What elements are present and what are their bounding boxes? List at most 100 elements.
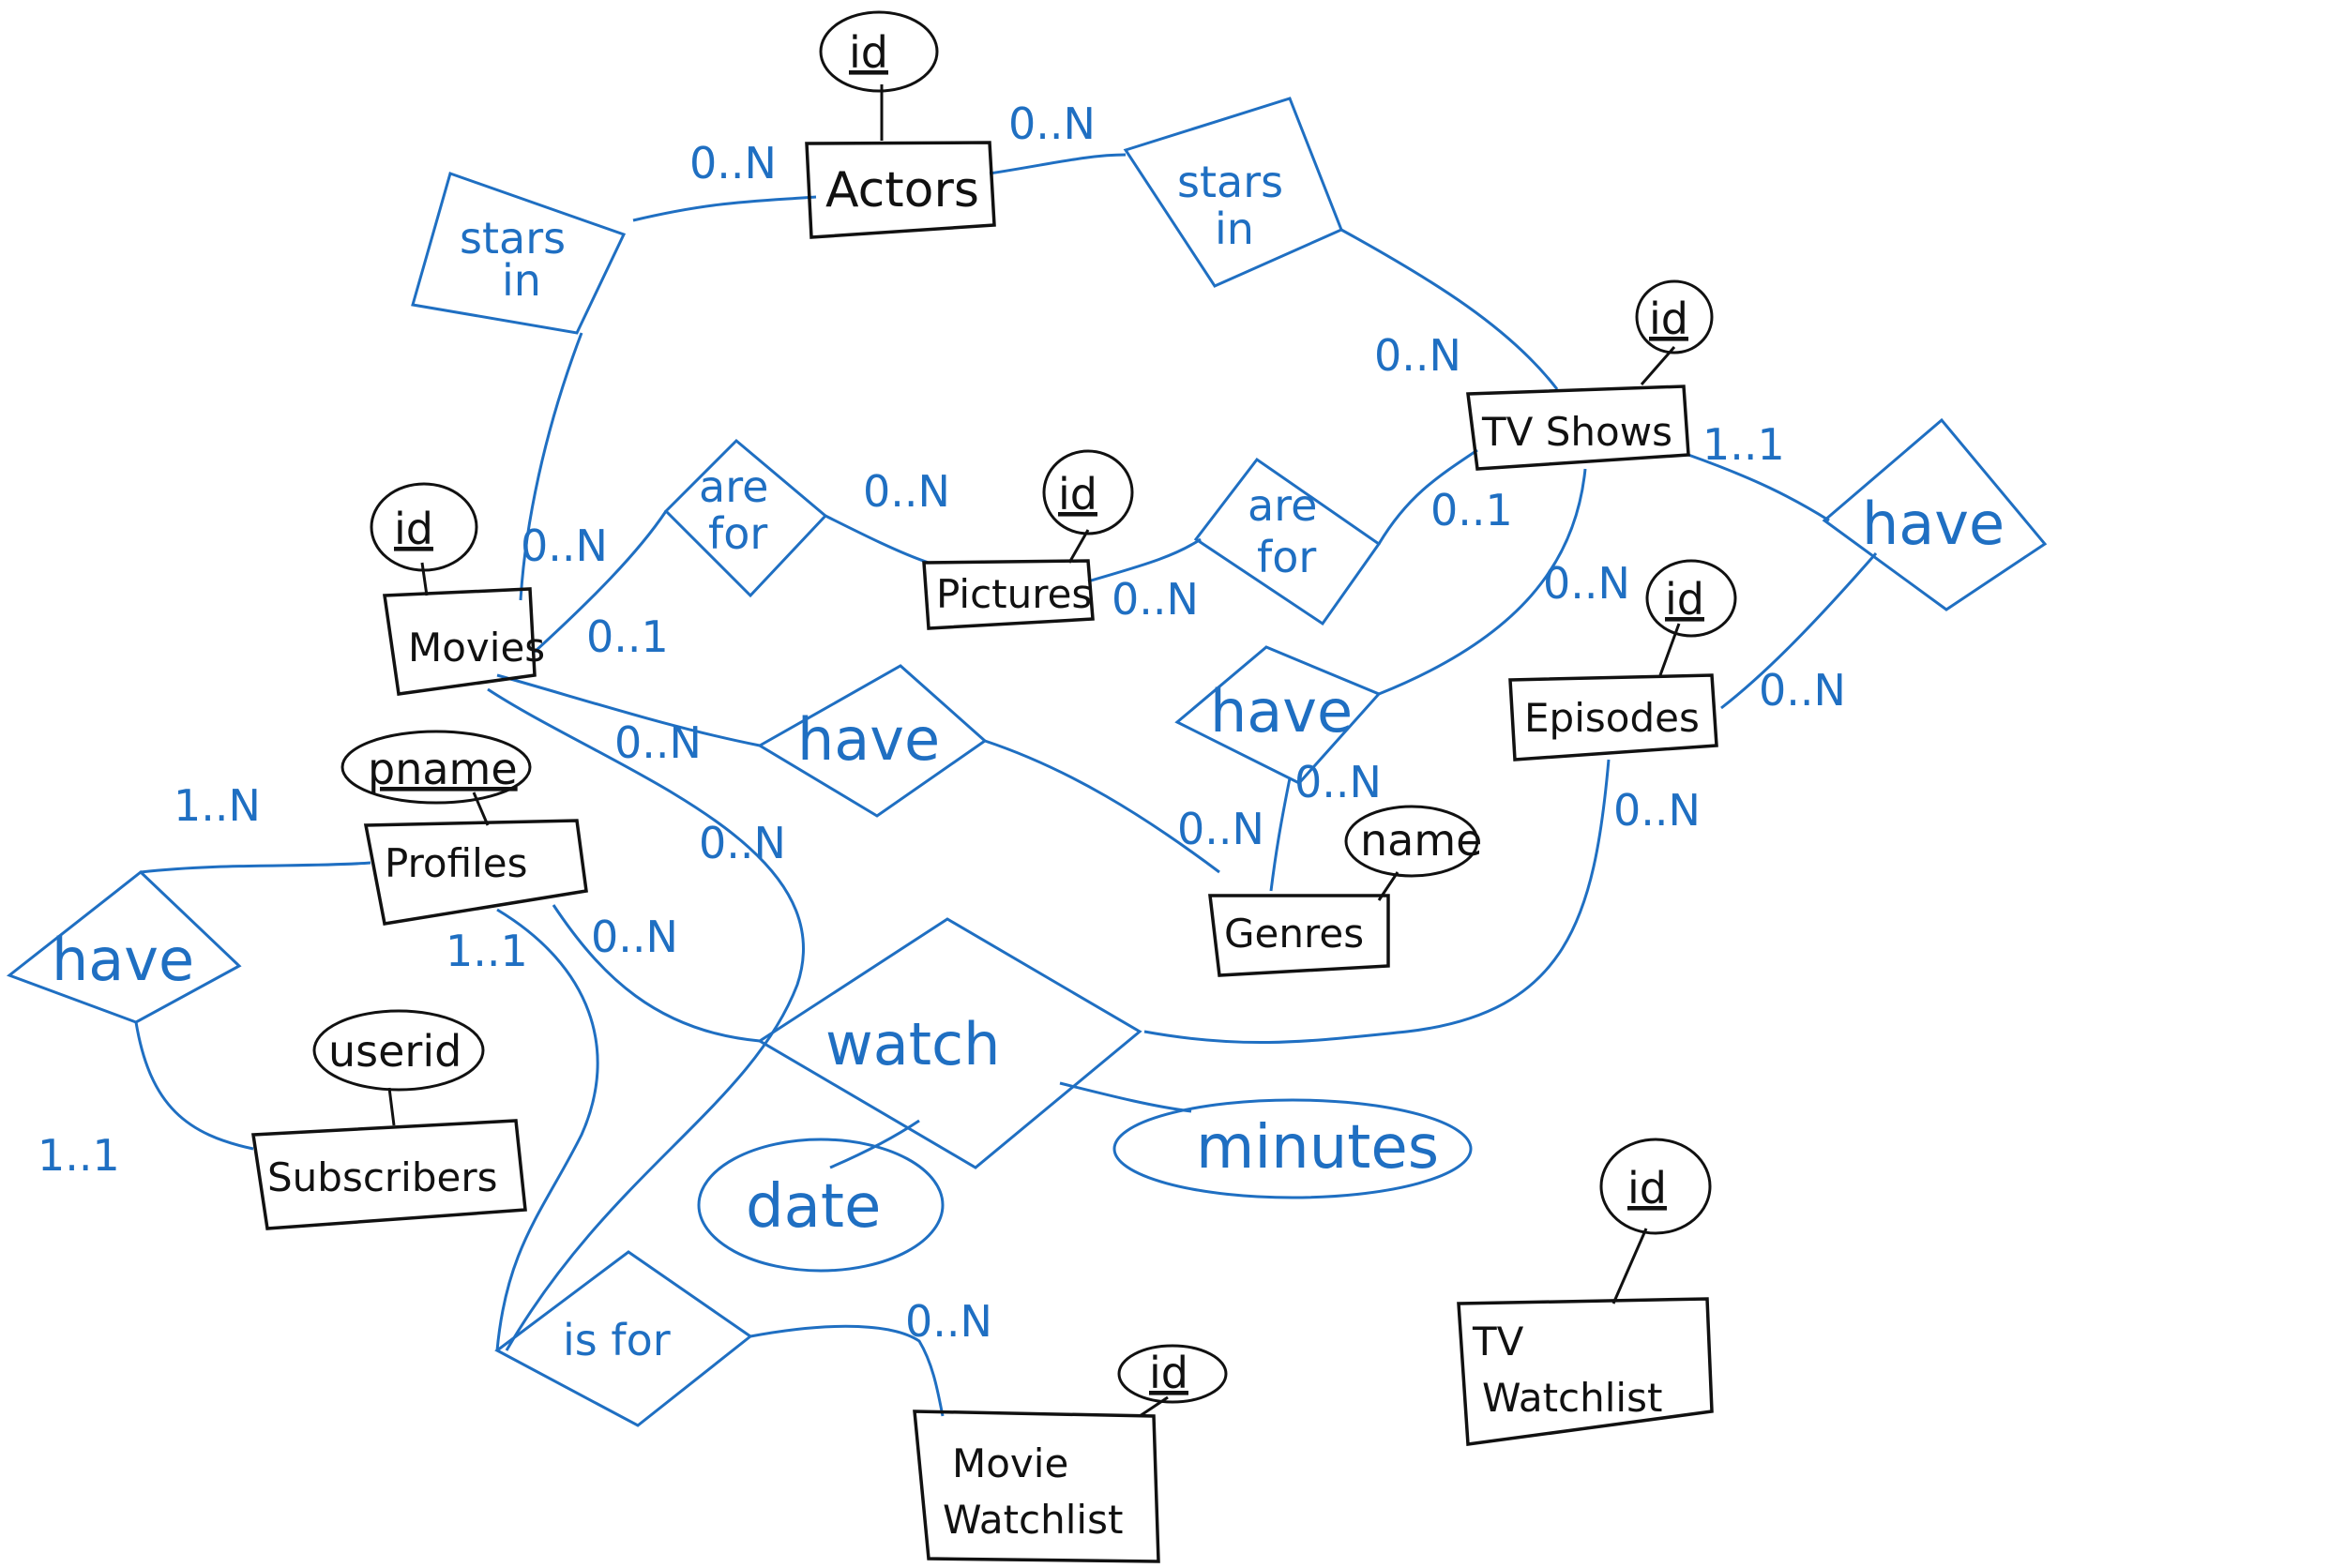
line-watch-minutes <box>1059 1081 1192 1113</box>
relationship-stars-in-left-line1: stars <box>460 213 566 264</box>
line-arefor-right-tvshows <box>1377 448 1478 545</box>
attribute-pictures-id: id <box>1042 449 1134 535</box>
attribute-actors-id: id <box>819 10 939 93</box>
entity-actors: Actors <box>805 141 996 239</box>
line-movies-id <box>420 562 429 596</box>
line-profiles-have <box>140 861 371 874</box>
line-tvshows-have-episodes <box>1687 453 1830 522</box>
relationship-stars-in-left-line2: in <box>502 255 541 306</box>
line-pictures-id <box>1067 529 1090 564</box>
entity-subscribers-label: Subscribers <box>267 1154 498 1200</box>
attribute-tv-shows-id: id <box>1635 279 1714 354</box>
relationship-is-for: is for <box>494 1250 753 1427</box>
attribute-movie-watchlist-id-label: id <box>1149 1348 1188 1398</box>
entity-genres: Genres <box>1208 894 1390 977</box>
relationship-are-for-right: are for <box>1193 457 1382 626</box>
attribute-subscribers-userid-label: userid <box>328 1026 461 1077</box>
relationship-stars-in-right-line2: in <box>1215 204 1254 254</box>
card-tv-have-genres: 0..N <box>1543 558 1630 609</box>
line-profiles-isfor <box>495 908 599 1351</box>
relationship-is-for-label: is for <box>563 1315 671 1365</box>
relationship-have-subscribers-profiles-label: have <box>52 926 194 994</box>
card-tv-arefor: 0..1 <box>1430 485 1513 535</box>
relationship-stars-in-left: stars in <box>411 172 627 335</box>
line-tvshows-have-genres <box>1378 468 1587 696</box>
card-movies-arefor: 0..1 <box>586 611 669 662</box>
line-have-subscribers <box>134 1021 254 1151</box>
card-movies-watch: 0..N <box>699 818 786 868</box>
attribute-watch-minutes: minutes <box>1112 1098 1473 1199</box>
relationship-watch-label: watch <box>825 1010 1000 1078</box>
attribute-watch-date: date <box>697 1138 945 1273</box>
relationship-stars-in-right: stars in <box>1123 97 1343 288</box>
entity-tv-watchlist-label-line2: Watchlist <box>1482 1375 1662 1421</box>
attribute-tv-shows-id-label: id <box>1649 294 1688 344</box>
relationship-have-tv-episodes-label: have <box>1862 490 2005 558</box>
card-movies-stars: 0..N <box>521 520 608 571</box>
attribute-tv-watchlist-id: id <box>1599 1138 1712 1235</box>
attribute-movies-id: id <box>370 482 478 572</box>
relationship-are-for-right-line2: for <box>1257 532 1316 582</box>
card-actors-stars-right: 0..N <box>1008 98 1096 149</box>
line-isfor-watchlist <box>749 1324 945 1417</box>
attribute-genres-name-label: name <box>1360 815 1482 866</box>
attribute-movies-id-label: id <box>394 504 433 554</box>
line-subscribers-userid <box>387 1087 396 1126</box>
line-profiles-watch <box>552 904 761 1043</box>
attribute-watch-minutes-label: minutes <box>1196 1113 1439 1183</box>
attribute-actors-id-label: id <box>849 27 888 78</box>
entity-movies-label: Movies <box>408 625 545 671</box>
entity-subscribers: Subscribers <box>250 1119 527 1230</box>
entity-episodes: Episodes <box>1508 673 1718 761</box>
attribute-pictures-id-label: id <box>1058 469 1097 520</box>
attribute-watch-date-label: date <box>746 1172 881 1242</box>
line-arefor-pictures <box>825 514 930 565</box>
card-actors-stars-left: 0..N <box>689 138 777 188</box>
entity-tv-watchlist-label-line1: TV <box>1472 1319 1524 1364</box>
card-watchlist-isfor: 0..N <box>905 1296 992 1347</box>
card-tv-stars: 0..N <box>1374 330 1461 381</box>
attribute-movie-watchlist-id: id <box>1117 1344 1228 1404</box>
line-stars-left-movies <box>519 332 583 601</box>
relationship-have-movies-genres: have <box>757 664 988 818</box>
relationship-are-for-left: are for <box>663 438 828 598</box>
line-stars-left-actors <box>632 195 817 222</box>
relationship-stars-in-right-line1: stars <box>1177 157 1283 207</box>
relationship-have-tv-genres-label: have <box>1210 677 1353 746</box>
line-movies-arefor <box>533 510 668 654</box>
entity-profiles-label: Profiles <box>385 840 527 886</box>
attribute-episodes-id: id <box>1645 559 1737 638</box>
entity-movies: Movies <box>382 587 545 696</box>
line-actors-stars-right <box>989 153 1127 175</box>
entity-movie-watchlist: Movie Watchlist <box>913 1410 1160 1563</box>
card-episodes-have: 0..N <box>1759 665 1846 716</box>
line-profiles-pname <box>472 792 490 826</box>
relationship-are-for-right-line1: are <box>1248 480 1317 531</box>
card-subscribers-have: 1..1 <box>38 1130 120 1181</box>
entity-movie-watchlist-label-line1: Movie <box>952 1440 1068 1486</box>
line-tv-watchlist-id <box>1611 1228 1648 1304</box>
line-stars-right-tvshows <box>1340 228 1559 390</box>
card-profiles-isfor: 1..1 <box>446 926 528 976</box>
relationship-have-movies-genres-label: have <box>797 705 940 774</box>
card-tv-have-episodes: 1..1 <box>1702 419 1785 470</box>
line-have-genres-tv <box>1269 777 1292 892</box>
card-pictures-arefor-right: 0..N <box>1112 574 1199 625</box>
line-pictures-arefor-right <box>1087 537 1202 583</box>
line-episodes-watch <box>1143 759 1611 1045</box>
entity-movie-watchlist-label-line2: Watchlist <box>943 1497 1123 1543</box>
line-movies-have <box>496 673 761 747</box>
attribute-profiles-pname-label: pname <box>368 744 518 794</box>
relationship-are-for-left-line1: are <box>699 461 768 512</box>
card-movies-have-genres: 0..N <box>614 717 702 768</box>
entity-genres-label: Genres <box>1224 911 1364 957</box>
card-profiles-watch: 0..N <box>591 912 678 962</box>
entity-tv-watchlist: TV Watchlist <box>1457 1297 1714 1446</box>
entity-tv-shows-label: TV Shows <box>1481 409 1672 455</box>
attribute-genres-name: name <box>1344 805 1482 878</box>
entity-pictures: Pictures <box>922 559 1095 630</box>
card-genres-have-tv: 0..N <box>1294 757 1382 807</box>
attribute-tv-watchlist-id-label: id <box>1627 1163 1667 1214</box>
line-have-episodes <box>1720 552 1878 710</box>
